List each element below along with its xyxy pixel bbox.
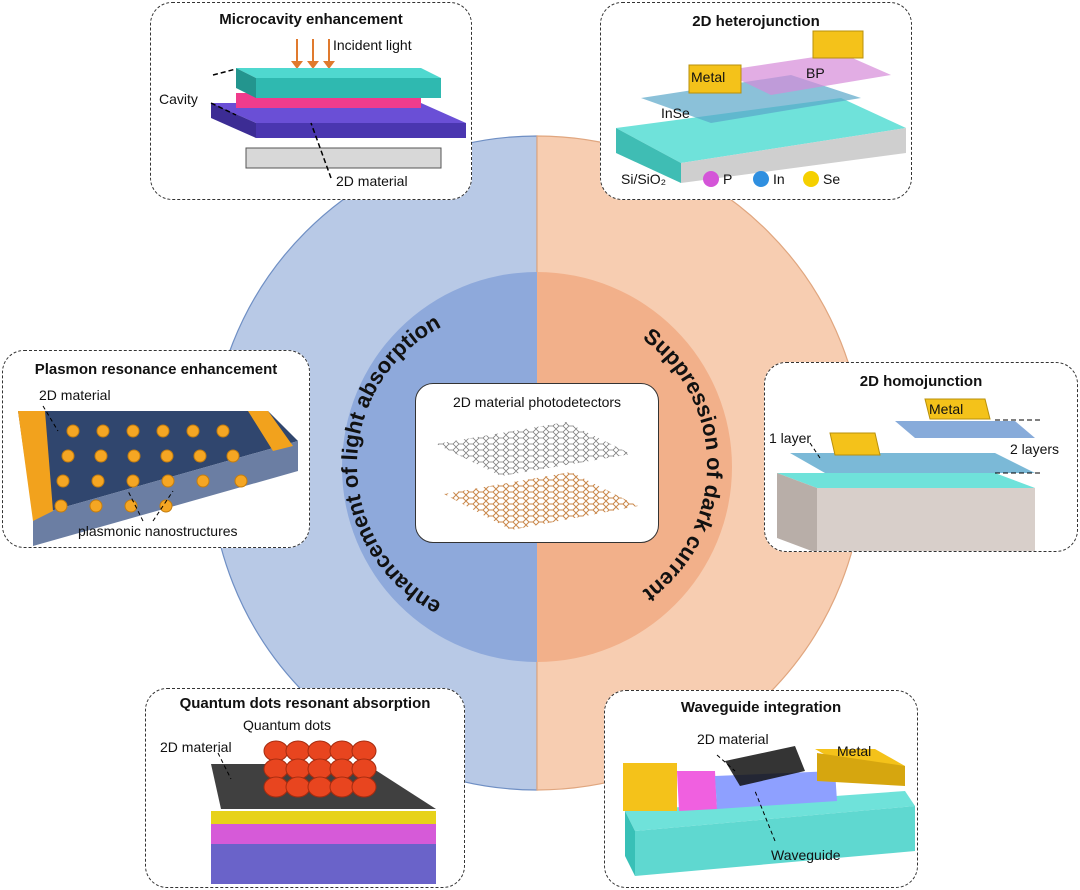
homojunction-illustration xyxy=(777,398,1040,551)
quantum-dots-label: Quantum dots xyxy=(243,717,331,733)
material-label: 2D material xyxy=(336,173,408,189)
two-layers-label: 2 layers xyxy=(1010,441,1060,457)
quantum-dot-array xyxy=(263,740,377,798)
metal-label: Metal xyxy=(837,743,872,759)
inse-label: InSe xyxy=(661,105,690,121)
center-card: 2D material photodetectors xyxy=(415,383,659,543)
substrate-label: Si/SiO₂ xyxy=(621,171,667,187)
nanostructure-dots xyxy=(54,424,248,513)
panel-title: Microcavity enhancement xyxy=(219,11,403,28)
bp-label: BP xyxy=(806,65,825,81)
panel-title: Waveguide integration xyxy=(680,699,842,716)
metal-label: Metal xyxy=(691,69,726,85)
material-label: 2D material xyxy=(160,739,232,755)
panel-title: 2D homojunction xyxy=(859,373,983,390)
panel-homojunction: 2D homojunction Metal 1 layer 2 layers xyxy=(764,362,1078,552)
legend-in-label: In xyxy=(773,171,785,187)
center-title: 2D material photodetectors xyxy=(452,394,622,410)
material-label: 2D material xyxy=(697,731,769,747)
panel-heterojunction: 2D heterojunction Metal BP InSe Si/SiO₂ … xyxy=(600,2,912,200)
panel-microcavity: Microcavity enhancement Incident light C… xyxy=(150,2,472,200)
metal-label: Metal xyxy=(929,401,964,417)
nanostructures-label: plasmonic nanostructures xyxy=(78,523,238,539)
waveguide-illustration xyxy=(623,746,915,876)
panel-quantum-dots: Quantum dots resonant absorption Quantum… xyxy=(145,688,465,888)
panel-title: Plasmon resonance enhancement xyxy=(34,361,278,378)
waveguide-label: Waveguide xyxy=(771,847,841,863)
panel-title: 2D heterojunction xyxy=(692,13,820,30)
legend-p-label: P xyxy=(723,171,733,187)
microcavity-illustration xyxy=(210,39,466,179)
quantum-dots-illustration xyxy=(211,740,436,884)
incident-light-label: Incident light xyxy=(333,37,412,53)
panel-waveguide: Waveguide integration 2D material Metal … xyxy=(604,690,918,888)
one-layer-label: 1 layer xyxy=(769,430,812,446)
legend-se-label: Se xyxy=(823,171,841,187)
material-label: 2D material xyxy=(39,387,111,403)
panel-plasmon: Plasmon resonance enhancement 2D materia… xyxy=(2,350,310,548)
plasmon-illustration xyxy=(18,405,298,546)
heterojunction-illustration xyxy=(616,30,906,187)
layered-material-illustration xyxy=(436,422,638,530)
panel-title: Quantum dots resonant absorption xyxy=(179,695,431,712)
cavity-label: Cavity xyxy=(159,91,198,107)
